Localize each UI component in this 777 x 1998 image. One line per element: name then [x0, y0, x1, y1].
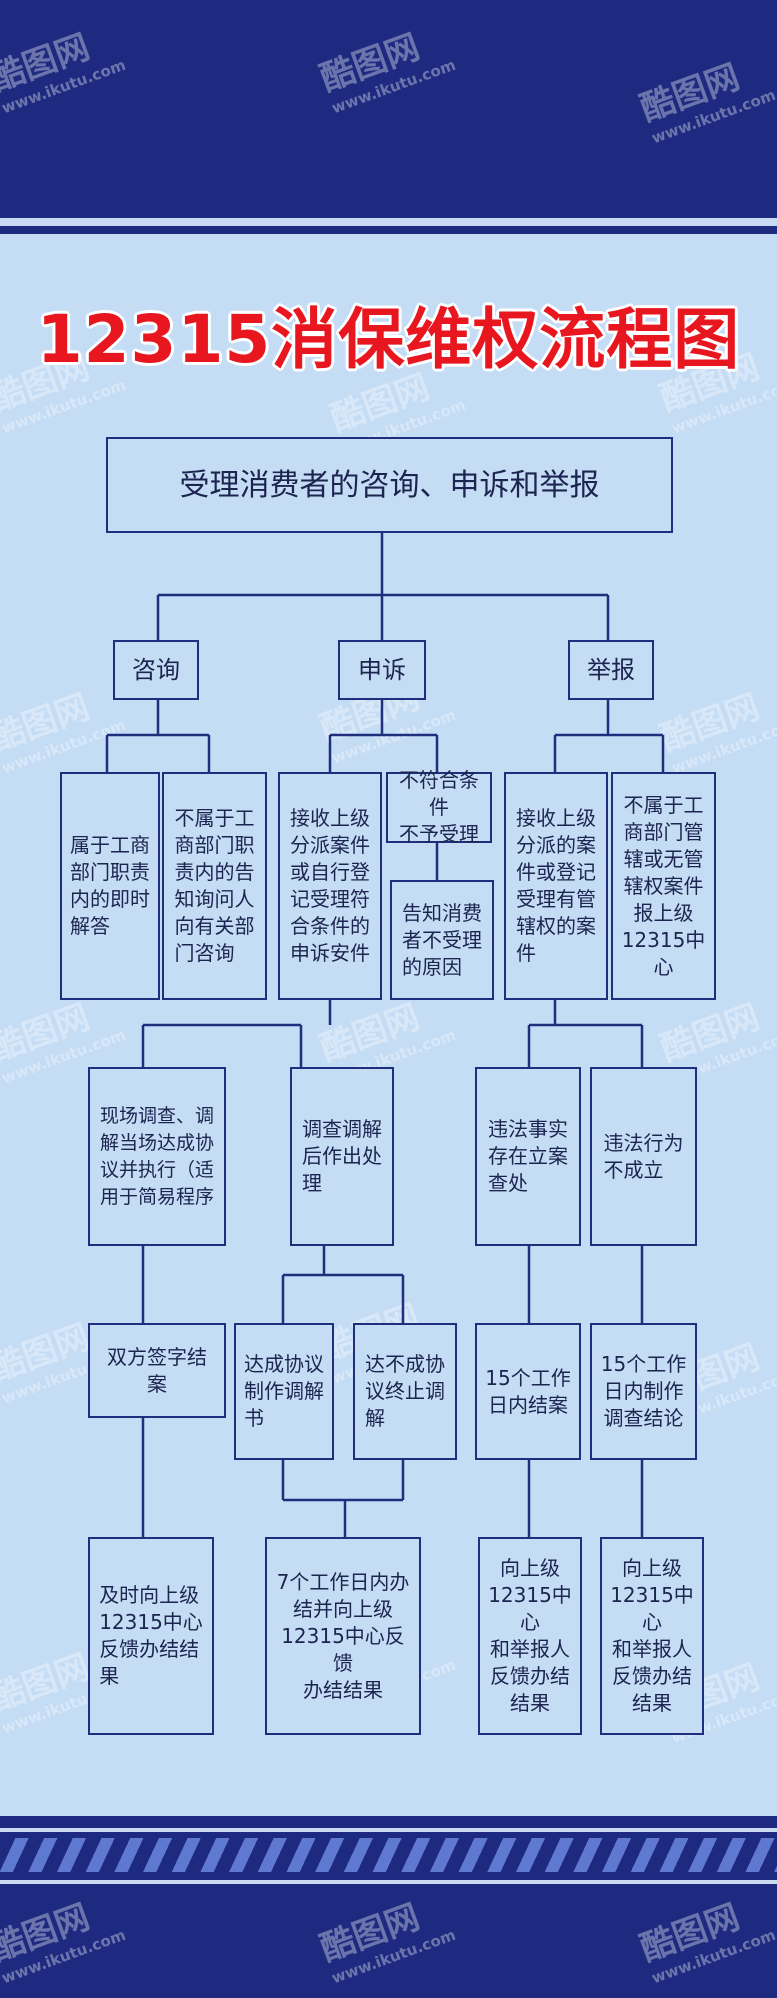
- report-accept-box: 接收上级 分派的案 件或登记 受理有管 辖权的案 件: [504, 772, 608, 1000]
- report-out-scope-box: 不属于工 商部门管 辖或无管 辖权案件 报上级 12315中心: [611, 772, 716, 1000]
- category-report: 举报: [568, 640, 654, 700]
- report-feedback-a-box: 向上级 12315中心 和举报人 反馈办结 结果: [478, 1537, 582, 1735]
- page-title: 12315消保维权流程图: [36, 301, 741, 378]
- report-violation-box: 违法事实 存在立案 查处: [475, 1067, 581, 1246]
- consult-out-scope-box: 不属于工 商部门职 责内的告 知询问人 向有关部 门咨询: [162, 772, 267, 1000]
- complaint-mediate-box: 调查调解 后作出处 理: [290, 1067, 394, 1246]
- report-feedback-b-box: 向上级 12315中心 和举报人 反馈办结 结果: [600, 1537, 704, 1735]
- complaint-feedback-mediate-box: 7个工作日内办 结并向上级 12315中心反馈 办结结果: [265, 1537, 421, 1735]
- top-band: [0, 0, 777, 215]
- bottom-stripe-upper: [0, 1828, 777, 1832]
- complaint-accept-box: 接收上级 分派案件 或自行登 记受理符 合条件的 申诉安件: [278, 772, 382, 1000]
- bottom-stripe-lower: [0, 1880, 777, 1884]
- consult-in-scope-box: 属于工商 部门职责 内的即时 解答: [60, 772, 160, 1000]
- complaint-agree-box: 达成协议 制作调解 书: [234, 1323, 334, 1460]
- complaint-reject-box: 不符合条件 不予受理: [386, 768, 492, 846]
- report-conclude15-box: 15个工作 日内制作 调查结论: [590, 1323, 697, 1460]
- category-complaint: 申诉: [338, 640, 426, 700]
- complaint-onsite-box: 现场调查、调 解当场达成协 议并执行（适 用于简易程序: [88, 1067, 226, 1246]
- root-box: 受理消费者的咨询、申诉和举报: [106, 437, 673, 533]
- complaint-sign-box: 双方签字结案: [88, 1323, 226, 1418]
- top-stripe: [0, 218, 777, 226]
- report-no-violation-box: 违法行为 不成立: [590, 1067, 697, 1246]
- complaint-disagree-box: 达不成协 议终止调 解: [353, 1323, 457, 1460]
- complaint-notify-box: 告知消费 者不受理 的原因: [390, 880, 494, 1000]
- report-close15-box: 15个工作 日内结案: [475, 1323, 581, 1460]
- category-consult: 咨询: [113, 640, 199, 700]
- bottom-chevron-pattern: [0, 1838, 777, 1872]
- complaint-feedback-simple-box: 及时向上级 12315中心 反馈办结结 果: [88, 1537, 214, 1735]
